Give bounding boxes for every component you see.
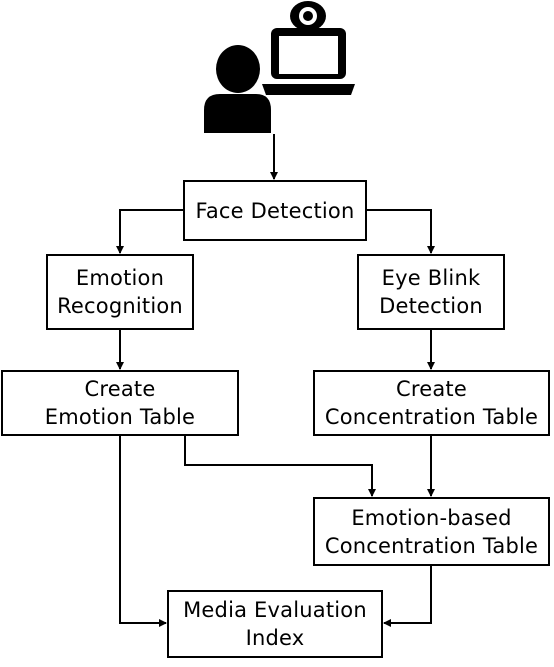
- eye-blink-detection-label-line1: Eye Blink: [381, 266, 481, 290]
- create-concentration-table-box: Create Concentration Table: [313, 370, 550, 436]
- arrow-face-to-emotion-recognition: [116, 209, 183, 254]
- emotion-based-concentration-table-label-line2: Concentration Table: [324, 533, 539, 558]
- arrow-emotion-table-to-emotion-based: [184, 435, 376, 497]
- face-detection-box: Face Detection: [183, 180, 367, 241]
- laptop-icon: [262, 28, 355, 95]
- create-emotion-table-label-line2: Emotion Table: [44, 405, 196, 429]
- media-evaluation-index-label-line2: Index: [245, 626, 305, 650]
- emotion-recognition-label-line2: Recognition: [57, 294, 183, 318]
- webcam-icon: [290, 1, 326, 31]
- media-evaluation-index-box: Media Evaluation Index: [167, 590, 383, 658]
- media-evaluation-index-label-line1: Media Evaluation: [183, 598, 367, 622]
- create-concentration-table-label-line1: Create: [396, 377, 467, 401]
- eye-blink-detection-label-line2: Detection: [379, 294, 483, 318]
- arrow-emotion-table-to-media-index: [119, 435, 167, 627]
- eye-blink-detection-box: Eye Blink Detection: [357, 254, 505, 330]
- create-concentration-table-label-line2: Concentration Table: [324, 405, 539, 429]
- arrow-emotion-based-to-media-index: [383, 565, 432, 627]
- face-detection-label: Face Detection: [195, 198, 355, 223]
- emotion-recognition-box: Emotion Recognition: [46, 254, 194, 330]
- emotion-based-concentration-table-box: Emotion-based Concentration Table: [313, 497, 550, 566]
- arrow-face-to-eye-blink: [367, 209, 435, 254]
- emotion-recognition-label-line1: Emotion: [75, 266, 165, 290]
- create-emotion-table-box: Create Emotion Table: [1, 370, 239, 436]
- create-emotion-table-label-line1: Create: [84, 377, 156, 401]
- emotion-based-concentration-table-label-line1: Emotion-based: [351, 505, 512, 530]
- person-icon: [204, 45, 271, 133]
